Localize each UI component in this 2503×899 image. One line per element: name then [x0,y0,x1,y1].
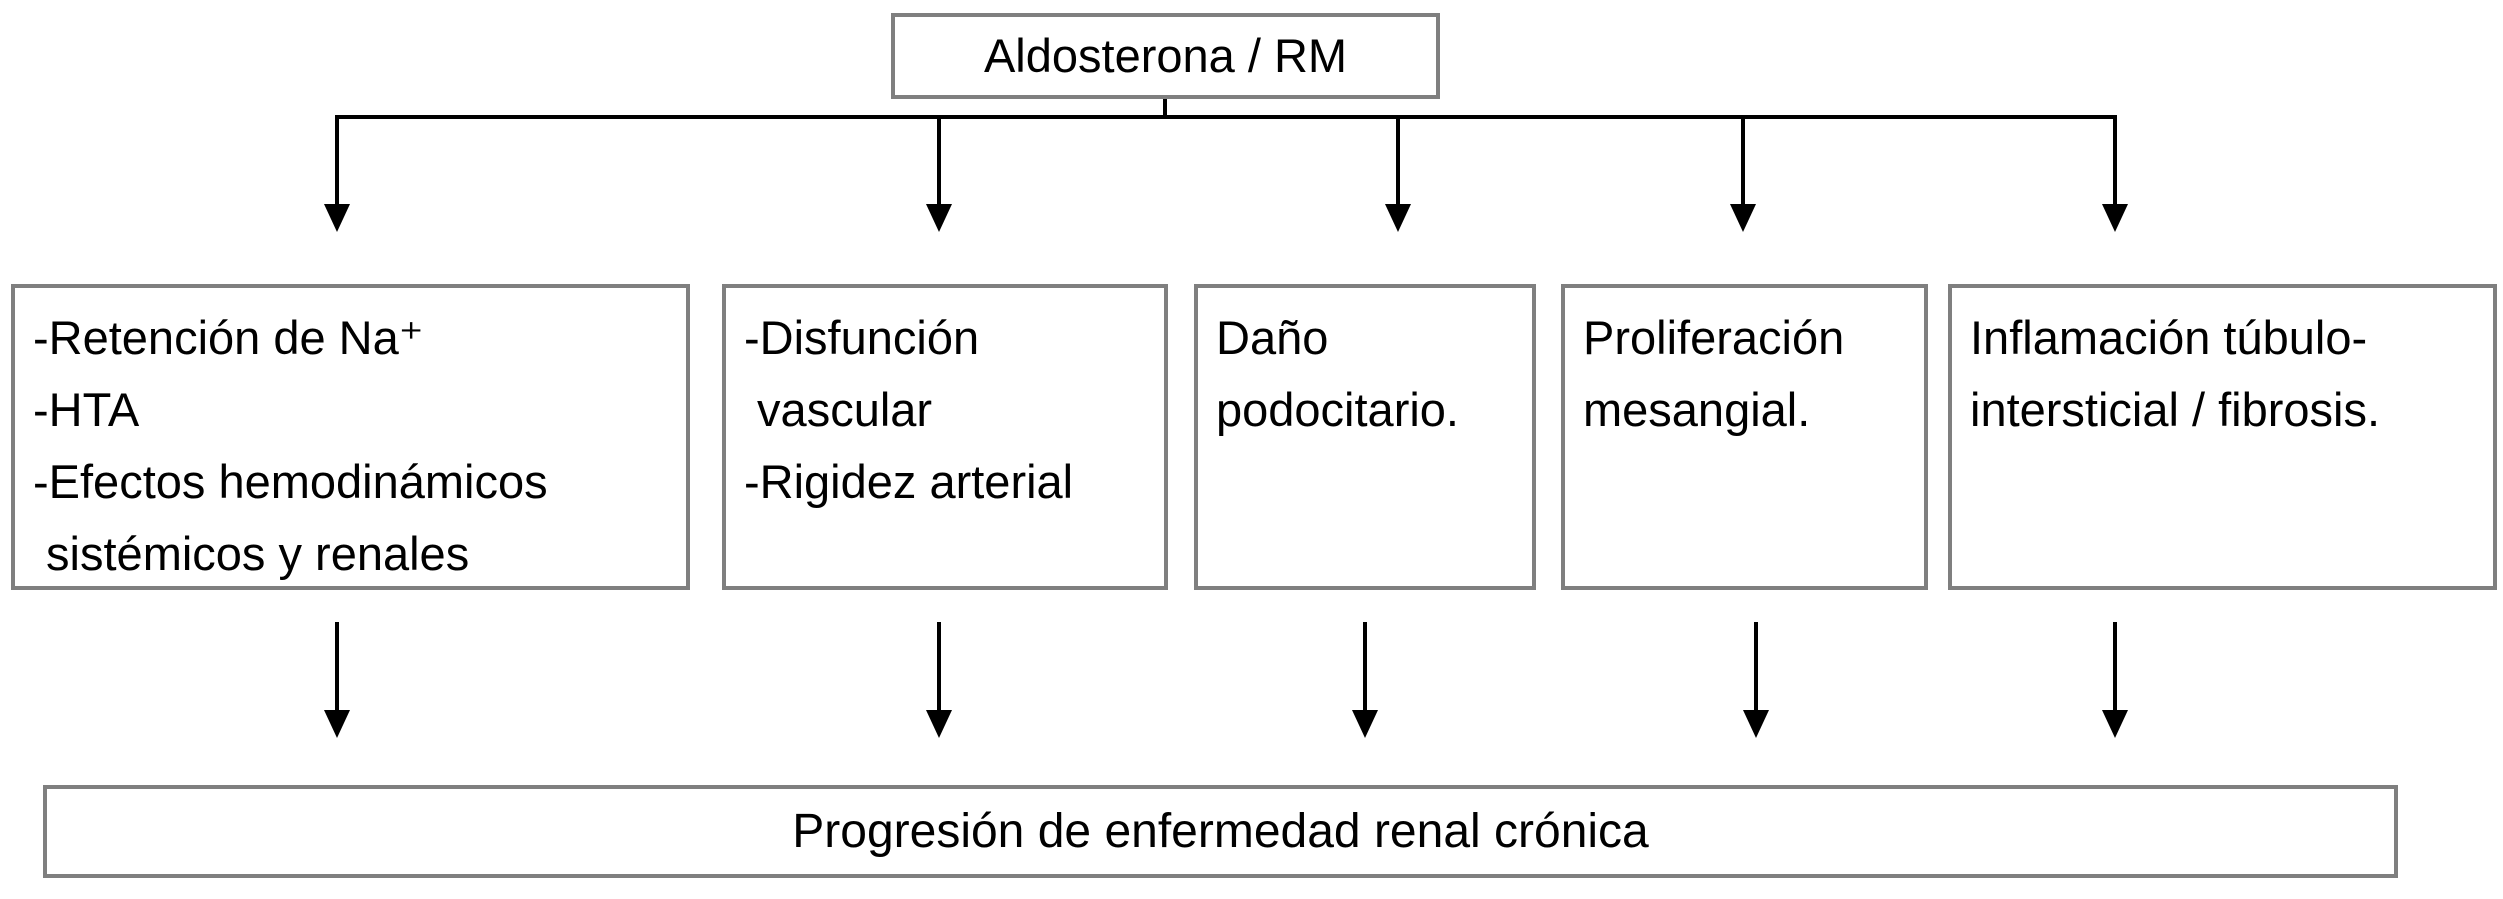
node-progresion-erc-label: Progresión de enfermedad renal crónica [792,804,1649,858]
arrowhead-top-1 [324,204,350,232]
node-proliferacion-mesangial: Proliferación mesangial. [1561,284,1928,590]
node-aldosterona-rm-label: Aldosterona / RM [983,29,1348,82]
node-line: -Rigidez arterial [744,455,1074,508]
arrowhead-top-3 [1385,204,1411,232]
node-line: intersticial / fibrosis. [1970,383,2381,436]
node-line: Daño [1216,311,1329,364]
node-progresion-erc: Progresión de enfermedad renal crónica [43,785,2398,878]
node-line: Proliferación [1583,311,1845,364]
node-line: vascular [744,383,933,436]
arrowhead-top-5 [2102,204,2128,232]
arrowhead-bottom-5 [2102,710,2128,738]
node-dano-podocitario: Daño podocitario. [1194,284,1536,590]
arrowhead-bottom-1 [324,710,350,738]
node-line: sistémicos y renales [33,527,470,580]
arrowhead-bottom-3 [1352,710,1378,738]
node-line: -Retención de Na⁺ [33,311,424,364]
node-line: mesangial. [1583,383,1811,436]
arrowhead-bottom-4 [1743,710,1769,738]
node-line: -HTA [33,383,140,436]
node-line: -Efectos hemodinámicos [33,455,548,508]
node-retencion-na: -Retención de Na⁺ -HTA -Efectos hemodiná… [11,284,690,590]
arrowhead-top-4 [1730,204,1756,232]
node-disfuncion-vascular: -Disfunción vascular -Rigidez arterial [722,284,1168,590]
node-aldosterona-rm: Aldosterona / RM [891,13,1440,99]
node-line: Inflamación túbulo- [1970,311,2368,364]
node-line: podocitario. [1216,383,1459,436]
arrowhead-bottom-2 [926,710,952,738]
node-inflamacion-tubulo: Inflamación túbulo- intersticial / fibro… [1948,284,2497,590]
node-line: -Disfunción [744,311,980,364]
arrowhead-top-2 [926,204,952,232]
